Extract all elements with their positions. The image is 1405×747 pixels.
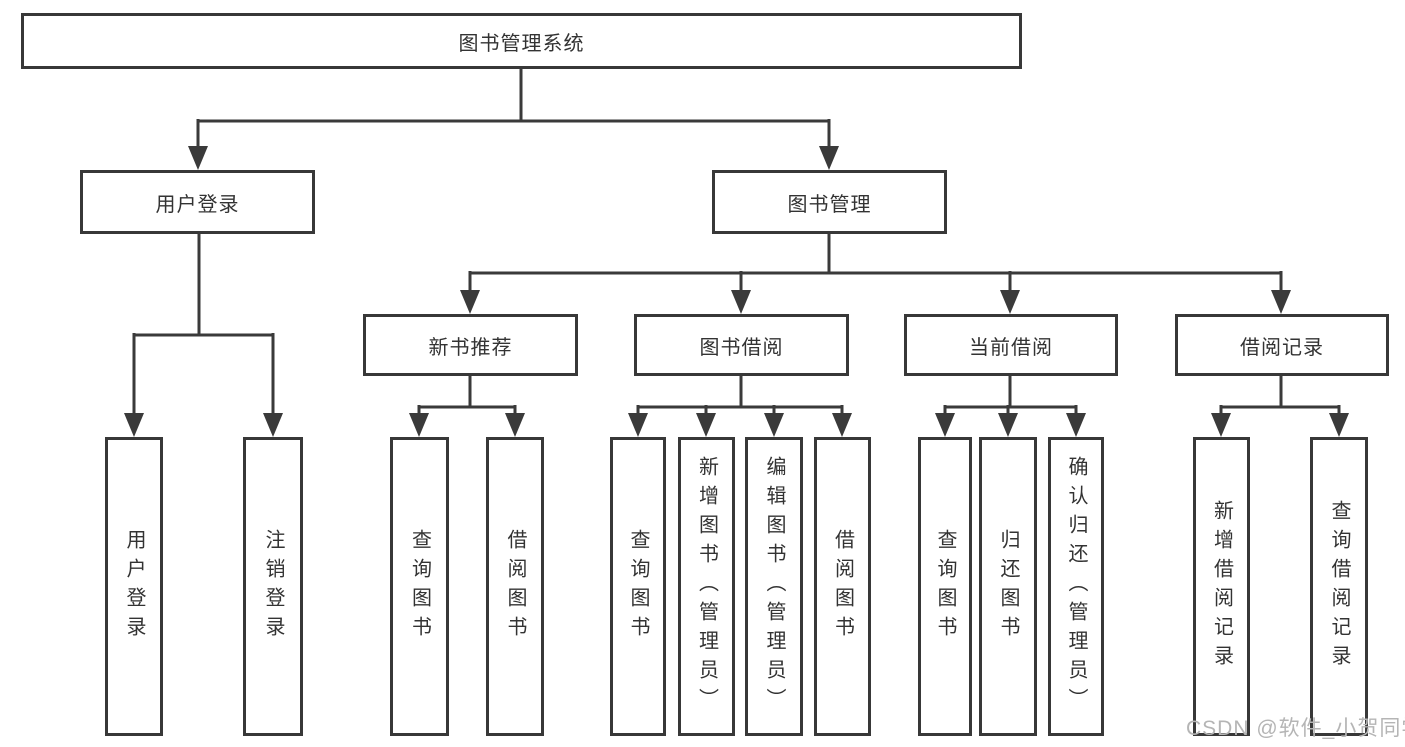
- leaf-borrow-books-recommend-label: 借阅图书: [504, 528, 526, 645]
- node-user-login: 用户登录: [80, 170, 315, 234]
- leaf-user-login: 用户登录: [105, 437, 163, 736]
- edge-book-borrow-to-leaves: [628, 376, 852, 437]
- leaf-borrow-books: 借阅图书: [814, 437, 871, 736]
- edge-root-to-level2: [188, 69, 839, 170]
- edge-user-login-to-leaves: [124, 234, 283, 437]
- node-current-borrowing-label: 当前借阅: [969, 336, 1053, 359]
- leaf-query-books-borrowing-label: 查询图书: [627, 528, 649, 645]
- node-user-login-label: 用户登录: [155, 193, 240, 216]
- leaf-add-book-admin-label: 新增图书（管理员）: [695, 456, 718, 717]
- node-book-management-label: 图书管理: [787, 193, 872, 216]
- leaf-logout: 注销登录: [243, 437, 303, 736]
- node-book-management: 图书管理: [712, 170, 947, 234]
- leaf-user-login-label: 用户登录: [123, 528, 145, 645]
- leaf-return-book-label: 归还图书: [997, 528, 1019, 645]
- edge-current-borrow-to-leaves: [935, 376, 1086, 437]
- node-root-label: 图书管理系统: [458, 32, 585, 55]
- leaf-query-borrow-record: 查询借阅记录: [1310, 437, 1368, 736]
- node-book-borrowing-label: 图书借阅: [699, 336, 784, 359]
- leaf-borrow-books-label: 借阅图书: [831, 528, 854, 645]
- leaf-query-books-borrowing: 查询图书: [610, 437, 666, 736]
- leaf-add-book-admin: 新增图书（管理员）: [678, 437, 735, 736]
- csdn-watermark: CSDN @软件_小贺同学: [1186, 717, 1405, 740]
- node-new-book-recommend-label: 新书推荐: [428, 336, 513, 359]
- leaf-confirm-return-admin: 确认归还（管理员）: [1048, 437, 1104, 736]
- leaf-query-books-current-label: 查询图书: [934, 528, 956, 645]
- leaf-add-borrow-record-label: 新增借阅记录: [1210, 499, 1233, 674]
- node-current-borrowing: 当前借阅: [904, 314, 1118, 376]
- leaf-query-borrow-record-label: 查询借阅记录: [1328, 499, 1350, 674]
- leaf-logout-label: 注销登录: [262, 528, 284, 645]
- leaf-edit-book-admin: 编辑图书（管理员）: [745, 437, 803, 736]
- leaf-return-book: 归还图书: [979, 437, 1037, 736]
- node-borrow-records-label: 借阅记录: [1240, 336, 1324, 359]
- edge-new-book-rec-to-leaves: [409, 376, 525, 437]
- node-root-system: 图书管理系统: [21, 13, 1022, 69]
- leaf-add-borrow-record: 新增借阅记录: [1193, 437, 1250, 736]
- leaf-borrow-books-recommend: 借阅图书: [486, 437, 544, 736]
- leaf-query-books-recommend-label: 查询图书: [408, 528, 431, 645]
- leaf-edit-book-admin-label: 编辑图书（管理员）: [763, 456, 785, 717]
- node-borrow-records: 借阅记录: [1175, 314, 1389, 376]
- leaf-query-books-recommend: 查询图书: [390, 437, 449, 736]
- node-book-borrowing: 图书借阅: [634, 314, 849, 376]
- node-new-book-recommend: 新书推荐: [363, 314, 578, 376]
- leaf-query-books-current: 查询图书: [918, 437, 972, 736]
- edge-book-mgmt-to-level3: [460, 234, 1291, 314]
- edge-borrow-record-to-leaves: [1211, 376, 1349, 437]
- leaf-confirm-return-admin-label: 确认归还（管理员）: [1065, 456, 1087, 717]
